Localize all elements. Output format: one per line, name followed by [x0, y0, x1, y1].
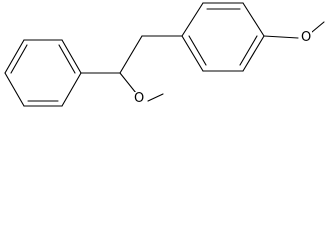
bond	[311, 21, 325, 33]
bond	[181, 35, 204, 72]
bond	[242, 35, 265, 72]
bond	[61, 72, 82, 107]
anisyl-ring	[181, 2, 265, 72]
skeletal-formula	[4, 2, 325, 107]
double-bond-inner	[239, 35, 258, 66]
structure-canvas: O O	[0, 0, 326, 115]
double-bond-inner	[10, 44, 28, 74]
bond	[181, 2, 204, 37]
bond	[4, 72, 25, 107]
double-bond-inner	[188, 35, 207, 66]
carbon-chain	[80, 35, 183, 102]
bond	[242, 2, 265, 37]
bond	[61, 39, 82, 74]
bond	[119, 35, 143, 74]
methoxy-group	[263, 21, 325, 39]
double-bond-inner	[58, 44, 76, 74]
oxygen-atom-label: O	[300, 30, 313, 45]
bond	[4, 39, 25, 74]
phenyl-ring	[4, 39, 82, 107]
bond	[263, 35, 299, 39]
oxygen-atom-label: O	[133, 91, 146, 106]
bond	[147, 93, 164, 102]
bond	[119, 72, 137, 94]
